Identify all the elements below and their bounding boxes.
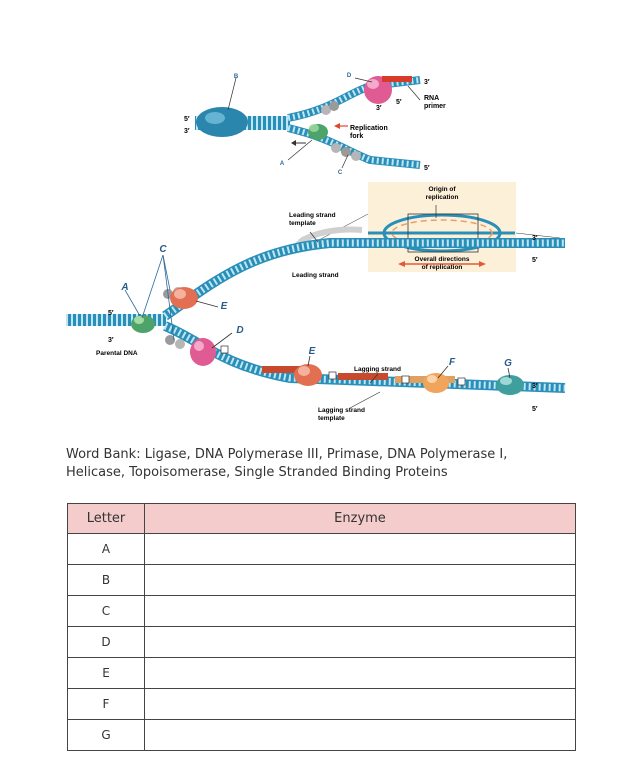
word-bank: Word Bank: Ligase, DNA Polymerase III, P… — [66, 446, 566, 482]
row-letter: D — [67, 626, 145, 658]
main-label-5-right-top: 5′ — [532, 257, 538, 264]
main-label-e2: E — [309, 346, 316, 357]
row-letter: C — [67, 595, 145, 627]
table-row: B — [67, 564, 576, 596]
main-enzyme-d-blob — [190, 338, 216, 366]
table-row: A — [67, 533, 576, 565]
top-label-b: B — [234, 74, 239, 80]
top-label-5-bottom: 5′ — [424, 165, 430, 172]
table-header-row: Letter Enzyme — [67, 503, 576, 534]
row-letter: F — [67, 688, 145, 720]
main-label-5-right-bottom: 5′ — [532, 406, 538, 413]
inset-box — [368, 182, 516, 272]
top-label-a: A — [280, 161, 285, 167]
enzyme-answer-cell[interactable] — [144, 719, 576, 751]
top-rna-primer — [382, 76, 412, 82]
top-label-c: C — [338, 170, 343, 176]
main-label-leading-strand: Leading strand — [292, 272, 339, 279]
main-label-f: F — [449, 357, 456, 368]
top-label-3-left: 3′ — [184, 128, 190, 135]
table-row: F — [67, 688, 576, 720]
main-label-lagging-strand: Lagging strand — [354, 366, 401, 373]
row-letter: G — [67, 719, 145, 751]
top-label-3-right: 3′ — [424, 79, 430, 86]
table-row: D — [67, 626, 576, 658]
enzyme-answer-cell[interactable] — [144, 595, 576, 627]
okazaki-fragment-2 — [338, 373, 388, 380]
row-letter: B — [67, 564, 145, 596]
enzyme-answer-cell[interactable] — [144, 657, 576, 689]
top-label-5-left: 5′ — [184, 116, 190, 123]
word-bank-line-2: Helicase, Topoisomerase, Single Stranded… — [66, 465, 448, 480]
table-row: G — [67, 719, 576, 751]
top-label-3-inner: 3′ — [376, 105, 382, 112]
main-label-a: A — [120, 282, 128, 293]
main-label-3-right-top: 3′ — [532, 235, 538, 242]
table-row: E — [67, 657, 576, 689]
enzyme-answer-cell[interactable] — [144, 688, 576, 720]
main-label-3-left: 3′ — [108, 337, 114, 344]
enzyme-answer-cell[interactable] — [144, 626, 576, 658]
main-label-parental-dna: Parental DNA — [96, 350, 138, 357]
main-label-c: C — [159, 244, 167, 255]
main-label-d: D — [236, 325, 243, 336]
top-label-5-inner: 5′ — [396, 99, 402, 106]
header-enzyme: Enzyme — [144, 503, 576, 534]
main-label-e1: E — [221, 301, 228, 312]
header-letter: Letter — [67, 503, 145, 534]
enzyme-answer-cell[interactable] — [144, 533, 576, 565]
main-label-g: G — [504, 358, 512, 369]
row-letter: E — [67, 657, 145, 689]
word-bank-line-1: Word Bank: Ligase, DNA Polymerase III, P… — [66, 447, 508, 462]
top-label-d: D — [347, 73, 352, 79]
table-row: C — [67, 595, 576, 627]
enzyme-answer-cell[interactable] — [144, 564, 576, 596]
okazaki-fragment-1 — [262, 366, 302, 373]
main-label-5-left: 5′ — [108, 310, 114, 317]
enzyme-table: Letter Enzyme A B C D E F G — [67, 503, 576, 751]
row-letter: A — [67, 533, 145, 565]
main-enzyme-f-blob — [423, 373, 449, 393]
main-label-3-right-bottom: 3′ — [532, 383, 538, 390]
